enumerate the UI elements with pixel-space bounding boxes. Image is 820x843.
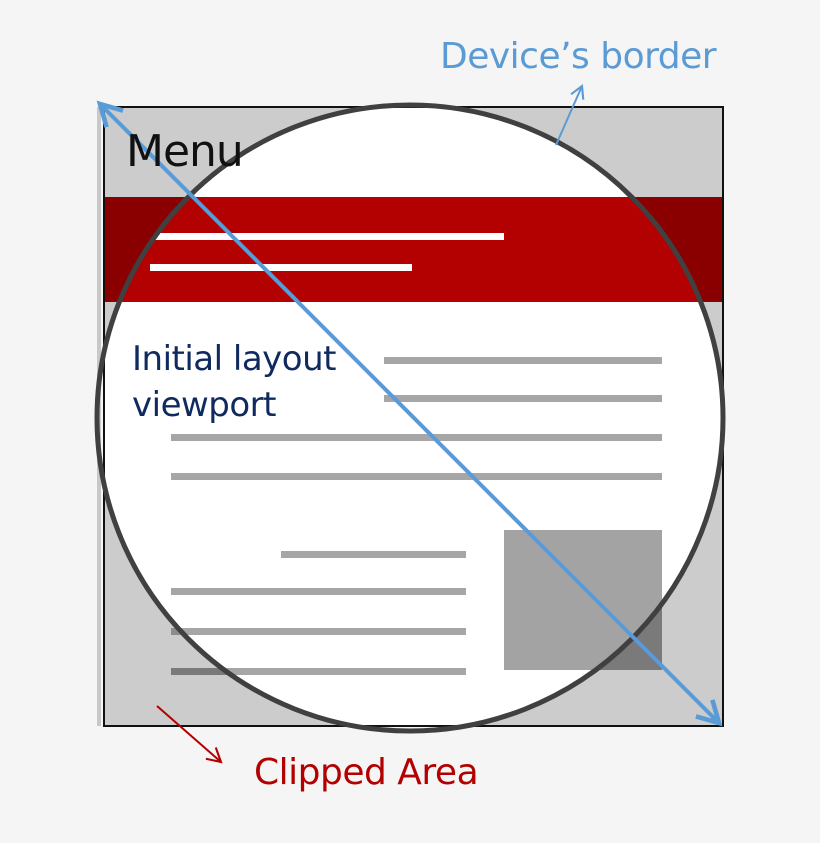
device-border-pointer-arrow-icon [555, 83, 585, 146]
clipped-area-label: Clipped Area [254, 752, 479, 793]
viewport-label-line1: Initial layout [132, 339, 336, 379]
content-line [171, 473, 662, 480]
initial-layout-viewport-label: Initial layout viewport [132, 336, 336, 428]
content-line [171, 588, 466, 595]
diagonal-double-arrow-icon [100, 104, 719, 723]
content-line [171, 628, 466, 635]
header-line [150, 233, 504, 240]
device-border-label: Device’s border [440, 36, 717, 77]
content-line [171, 434, 662, 441]
header-band [104, 197, 723, 302]
content-line [384, 357, 662, 364]
menu-label: Menu [126, 126, 244, 177]
viewport-label-line2: viewport [132, 385, 276, 425]
content-line [281, 551, 466, 558]
content-line [384, 395, 662, 402]
header-line [150, 264, 412, 271]
clipped-area-pointer-arrow-icon [156, 705, 223, 764]
